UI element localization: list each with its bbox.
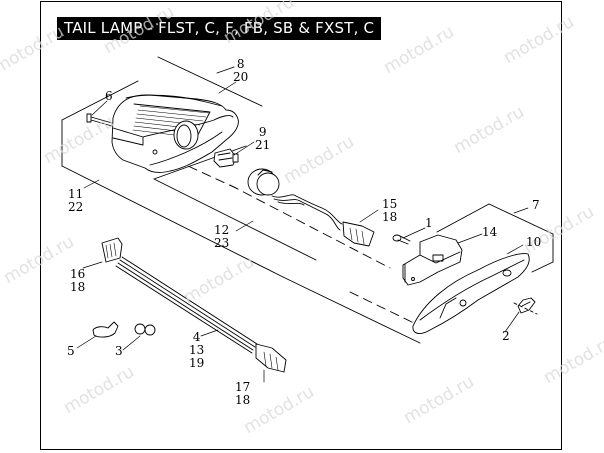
callout-3: 3 [115, 345, 123, 358]
callout-9: 9 21 [255, 126, 270, 152]
callout-number: 5 [67, 344, 75, 358]
callout-number: 20 [233, 70, 249, 84]
callout-number: 14 [482, 225, 498, 239]
callout-6: 6 [105, 90, 113, 103]
callout-number: 8 [236, 57, 245, 71]
callout-1: 1 [425, 217, 433, 230]
callout-number: 21 [255, 138, 271, 152]
callout-12: 12 23 [214, 224, 229, 250]
cable-clip-5-drawing [92, 321, 119, 338]
callout-number: 15 [382, 197, 398, 211]
assembly-bracket-11 [61, 80, 284, 278]
callout-16: 16 18 [70, 268, 85, 294]
screw-6-drawing [86, 113, 113, 127]
callout-number: 9 [258, 125, 267, 139]
wiring-harness-drawing [115, 256, 258, 354]
license-lamp-lens-drawing [412, 253, 530, 334]
callout-17: 17 18 [235, 381, 250, 407]
callout-8: 8 20 [233, 58, 248, 84]
connector-16-drawing [101, 237, 123, 263]
callout-number: 19 [189, 356, 205, 370]
callout-number: 16 [70, 267, 86, 281]
socket-harness-drawing [247, 168, 375, 247]
callout-10: 10 [526, 236, 541, 249]
callout-number: 23 [214, 236, 230, 250]
leader-lines [76, 81, 529, 383]
bulb-2-drawing [513, 297, 538, 315]
assembly-bracket-8 [157, 56, 263, 107]
callout-number: 10 [526, 235, 542, 249]
callout-number: 17 [235, 380, 251, 394]
screw-1-drawing [392, 234, 411, 245]
callout-number: 2 [502, 329, 510, 343]
diagram-title: TAIL LAMP - FLST, C, F, FB, SB & FXST, C [57, 17, 382, 40]
callout-number: 18 [235, 393, 251, 407]
license-lamp-bracket-drawing [402, 234, 463, 286]
callout-number: 4 [192, 330, 201, 344]
callout-number: 1 [425, 216, 433, 230]
callout-2: 2 [502, 330, 510, 343]
tail-lamp-housing-drawing [111, 94, 239, 173]
bulb-9-drawing [213, 148, 239, 168]
assembly-bracket-7 [349, 203, 554, 326]
callout-number: 11 [68, 187, 84, 201]
callout-number: 7 [532, 198, 540, 212]
assembly-bracket-12 [153, 145, 421, 344]
callout-number: 13 [189, 343, 205, 357]
callout-14: 14 [482, 226, 497, 239]
callout-4: 4 13 19 [189, 331, 204, 370]
callout-11: 11 22 [68, 188, 83, 214]
callout-number: 18 [70, 280, 86, 294]
callout-number: 6 [105, 89, 113, 103]
callout-5: 5 [67, 345, 75, 358]
callout-number: 12 [214, 223, 230, 237]
cable-strap-3-drawing [134, 323, 156, 336]
callout-number: 18 [382, 210, 398, 224]
connector-17-drawing [255, 343, 287, 373]
callout-number: 22 [68, 200, 84, 214]
callout-15: 15 18 [382, 198, 397, 224]
diagram-frame [40, 1, 562, 450]
callout-number: 3 [115, 344, 123, 358]
callout-7: 7 [532, 199, 540, 212]
